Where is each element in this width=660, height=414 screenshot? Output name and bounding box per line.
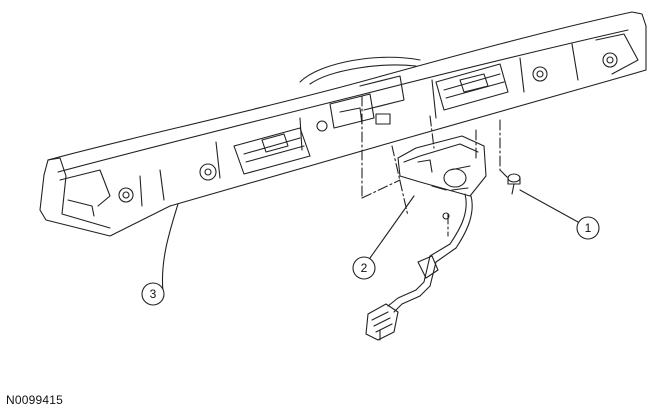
figure-id-label: N0099415: [6, 393, 63, 407]
tailgate-handle-housing: [39, 11, 647, 237]
callout-2-number: 2: [361, 261, 368, 275]
leader-lines: [161, 189, 579, 293]
callout-3-number: 3: [150, 287, 157, 301]
callout-1-number: 1: [585, 221, 592, 235]
alignment-lines: [361, 95, 509, 237]
callout-3: 3: [141, 282, 165, 306]
screw: [507, 173, 521, 195]
rear-view-camera: [365, 135, 487, 341]
callout-1: 1: [576, 216, 600, 240]
callout-2: 2: [352, 256, 376, 280]
